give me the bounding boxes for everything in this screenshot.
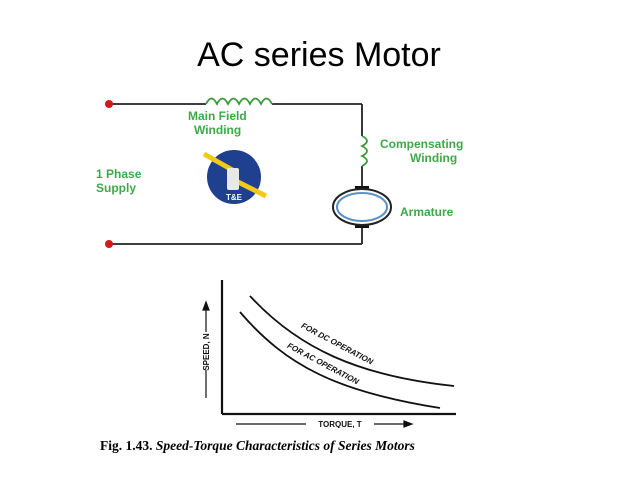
y-axis-arrow — [202, 300, 210, 398]
series-motor-circuit: T&E Main Field Winding Compensating Wind… — [96, 97, 463, 248]
circuit-wires — [110, 103, 363, 245]
armature-label: Armature — [400, 205, 454, 219]
t-and-e-logo: T&E — [202, 150, 268, 204]
ac-operation-curve — [239, 311, 441, 409]
supply-label-line2: Supply — [96, 181, 136, 195]
logo-text: T&E — [226, 193, 243, 202]
x-axis-label: TORQUE, T — [318, 420, 362, 428]
supply-label-line1: 1 Phase — [96, 167, 142, 181]
graph-axes — [220, 280, 456, 416]
x-axis-arrow — [236, 420, 414, 428]
dc-operation-curve — [249, 295, 455, 387]
y-axis-label: SPEED, N — [202, 333, 211, 371]
supply-terminal-top — [105, 100, 113, 108]
speed-torque-graph: SPEED, N TORQUE, T FOR DC OPERATION FOR … — [202, 280, 456, 428]
main-field-coil — [205, 97, 273, 107]
compensating-coil — [359, 135, 368, 167]
figure-caption-text: Speed-Torque Characteristics of Series M… — [155, 438, 415, 453]
figure-caption: Fig. 1.43. Speed-Torque Characteristics … — [100, 438, 570, 454]
compensating-label-line2: Winding — [410, 151, 457, 165]
main-field-label-line2: Winding — [194, 123, 241, 137]
figure-number: Fig. 1.43. — [100, 438, 153, 453]
supply-terminal-bottom — [105, 240, 113, 248]
compensating-label-line1: Compensating — [380, 137, 463, 151]
slide-title: AC series Motor — [197, 36, 441, 74]
main-field-label-line1: Main Field — [188, 109, 247, 123]
armature-symbol — [332, 186, 392, 228]
